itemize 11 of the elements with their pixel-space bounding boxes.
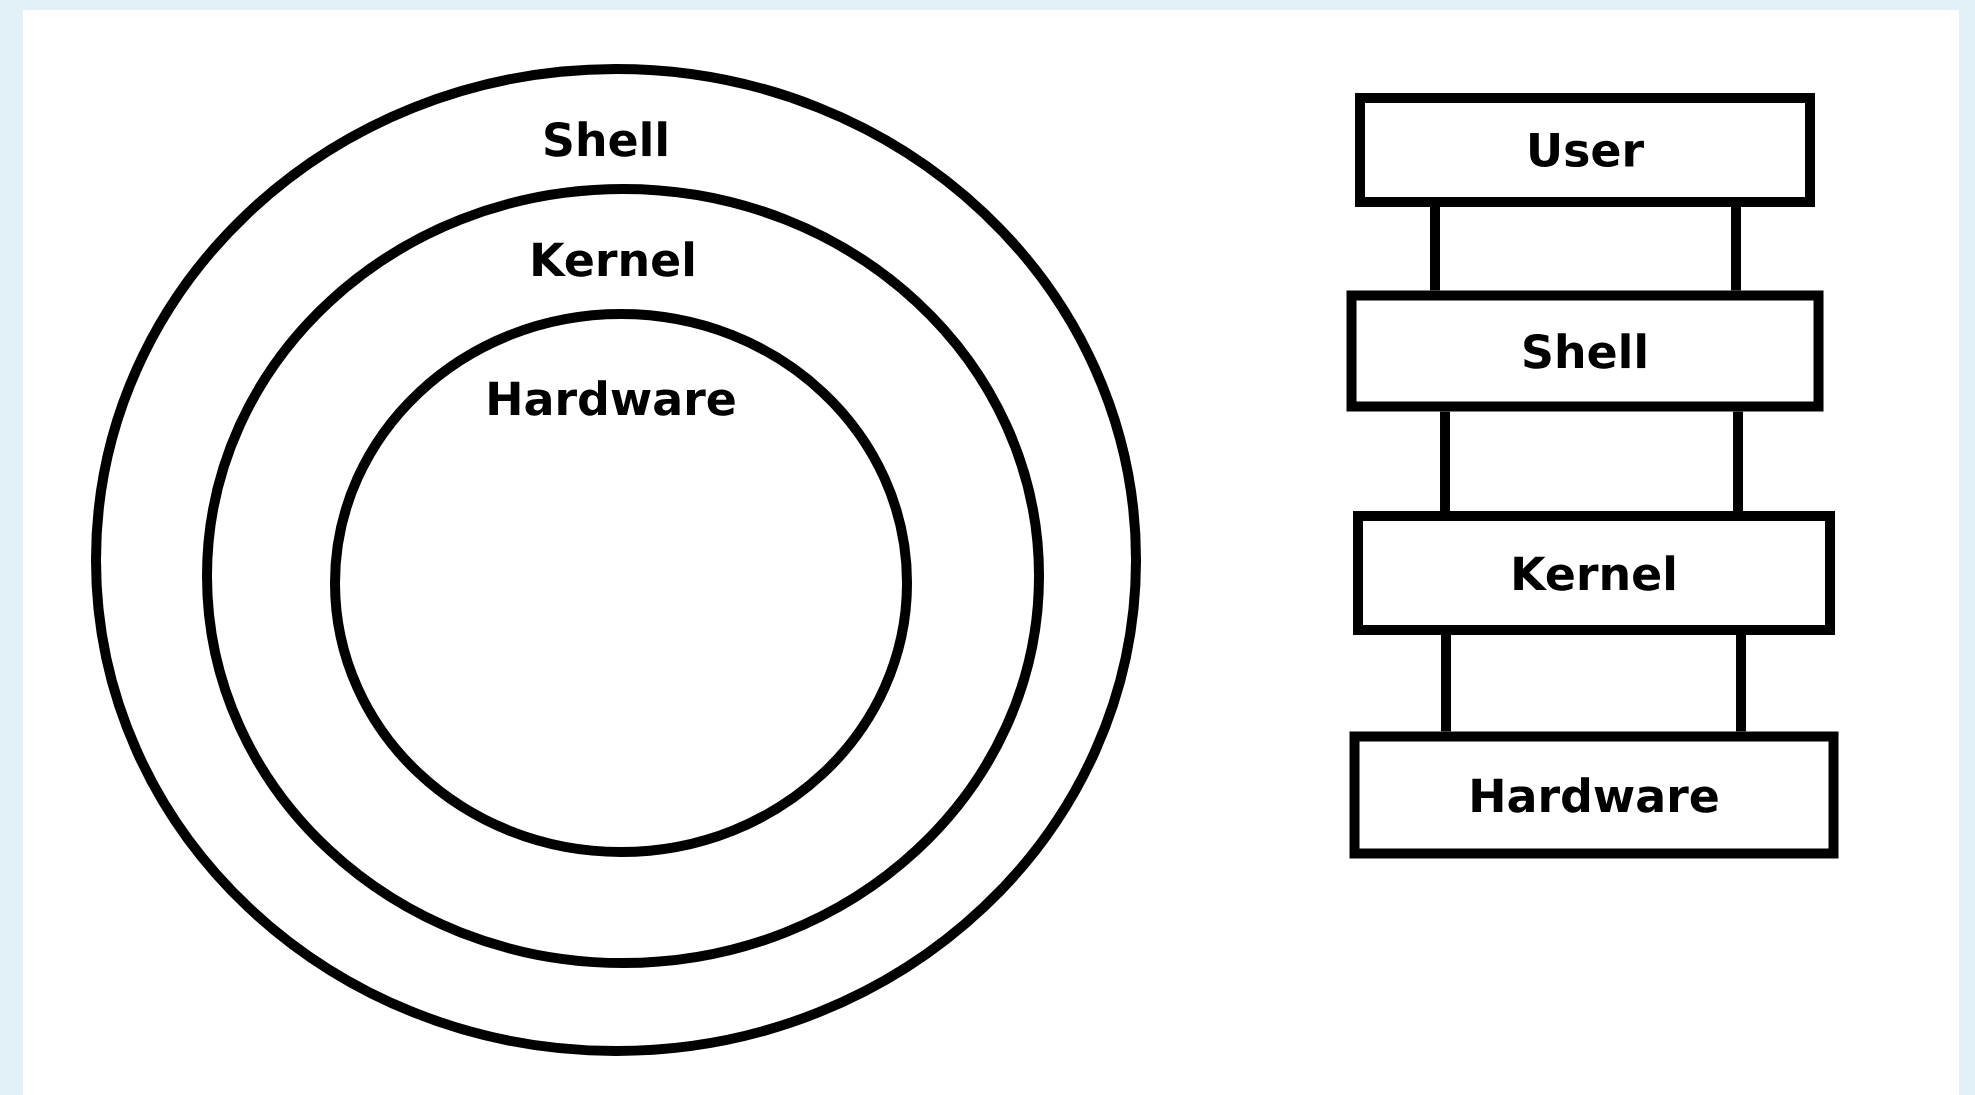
layer-box: Kernel — [1353, 511, 1835, 635]
connector-line — [1441, 635, 1451, 732]
connector-line — [1430, 207, 1440, 291]
connector-line — [1440, 411, 1450, 511]
ring: Hardware — [330, 309, 912, 857]
connector-line — [1736, 635, 1746, 732]
connector-line — [1733, 411, 1743, 511]
connector-line — [1731, 207, 1741, 291]
layer-box: Shell — [1346, 290, 1824, 412]
layer-box: Hardware — [1349, 731, 1839, 859]
layer-box: User — [1355, 93, 1815, 207]
